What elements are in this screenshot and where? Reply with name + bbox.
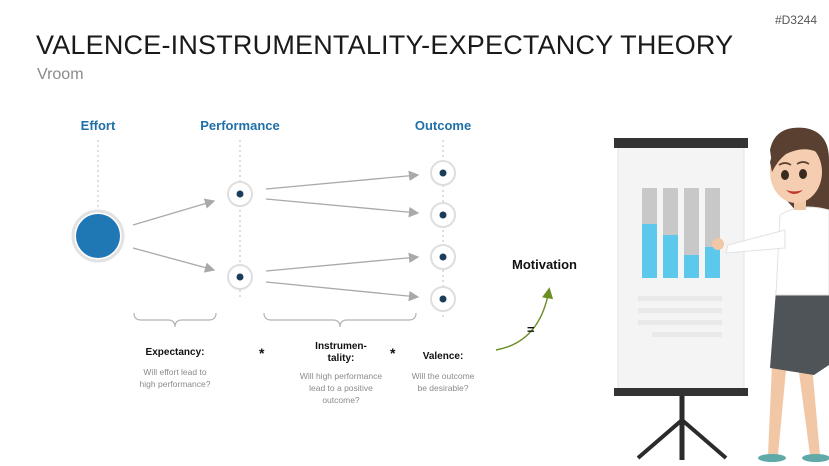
arrow-perf-to-outcome-2: [265, 198, 420, 218]
slide-title: VALENCE-INSTRUMENTALITY-EXPECTANCY THEOR…: [36, 30, 734, 60]
multiply-operator-2: *: [390, 345, 396, 361]
flipchart-bar-chart: [642, 188, 720, 278]
multiply-operator-1: *: [259, 345, 265, 361]
valence-description: Will the outcome be desirable?: [411, 371, 475, 393]
flipchart-bar-2: [663, 235, 678, 278]
flipchart-board: [614, 138, 748, 396]
instrumentality-title: Instrumen- tality:: [315, 341, 367, 364]
motivation-label: Motivation: [512, 257, 577, 272]
flipchart-bar-4: [705, 247, 720, 278]
performance-node-2: [227, 264, 253, 290]
presenter-woman-icon: [712, 127, 829, 462]
expectancy-description: Will effort lead to high performance?: [139, 367, 211, 389]
effort-node-fill: [76, 214, 120, 258]
flipchart-bar-1: [642, 224, 657, 278]
effort-header: Effort: [80, 118, 116, 133]
flipchart-stand: [636, 390, 728, 460]
outcome-node-1: [430, 160, 456, 186]
arrow-effort-to-perf-1: [132, 198, 216, 226]
outcome-node-2: [430, 202, 456, 228]
outcome-header: Outcome: [414, 118, 472, 133]
slide-code: #D3244: [774, 13, 817, 27]
expectancy-title: Expectancy:: [145, 347, 205, 358]
outcome-node-3: [430, 244, 456, 270]
motivation-arrow: [495, 287, 554, 351]
arrow-perf-to-outcome-4: [265, 281, 420, 302]
equals-operator: =: [527, 322, 535, 337]
arrow-perf-to-outcome-3: [265, 252, 420, 272]
performance-node-1: [227, 181, 253, 207]
slide-subtitle: Vroom: [37, 66, 84, 83]
arrow-perf-to-outcome-1: [265, 170, 420, 190]
performance-header: Performance: [200, 118, 280, 133]
presenter-illustration: [614, 127, 829, 462]
instrumentality-description: Will high performance lead to a positive…: [299, 371, 383, 405]
flipchart-bar-3: [684, 255, 699, 278]
arrow-effort-to-perf-2: [132, 247, 216, 273]
flipchart-text-lines: [638, 296, 722, 337]
outcome-node-4: [430, 286, 456, 312]
expectancy-brace: [133, 312, 217, 328]
valence-title: Valence:: [422, 351, 464, 362]
instrumentality-brace: [263, 312, 417, 328]
